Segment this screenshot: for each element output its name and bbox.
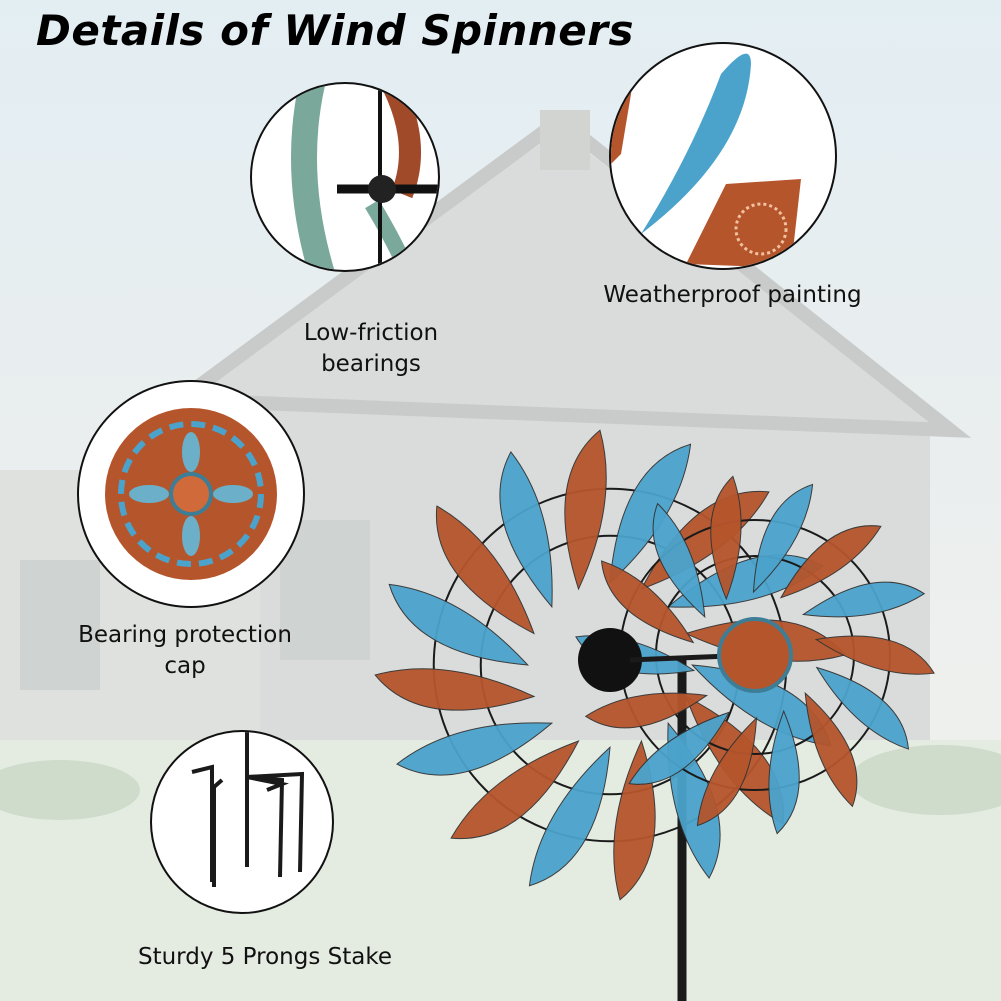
outer-wheel-blade (499, 451, 553, 609)
label-line: Weatherproof painting (603, 282, 862, 308)
stake-label: Sturdy 5 Prongs Stake (100, 942, 430, 973)
inner-wheel-blade (696, 716, 758, 827)
inner-wheel-blade (628, 711, 731, 785)
outer-wheel-blade (435, 505, 535, 635)
inner-wheel-blade (752, 483, 814, 594)
inner-wheel-blade (815, 666, 910, 750)
bearings-detail-image (250, 82, 440, 272)
outer-hub (578, 628, 642, 692)
page-title: Details of Wind Spinners (36, 6, 634, 55)
inner-wheel-blade (804, 691, 858, 808)
label-line: Low-friction (303, 320, 439, 346)
outer-wheel-blade (450, 740, 580, 840)
outer-wheel-blade (564, 429, 607, 591)
inner-wheel-blade (801, 581, 926, 618)
outer-wheel-blade (396, 722, 554, 776)
cap-icon (105, 408, 277, 580)
outer-wheel-blade (528, 746, 611, 887)
bearing-cap (717, 617, 793, 693)
inner-wheel-blade (710, 475, 742, 601)
label-line: cap (164, 653, 206, 679)
inner-wheel-blade (600, 560, 695, 644)
label-line: Bearing protection (78, 622, 292, 648)
wind-spinner-image (374, 429, 935, 1001)
bearings-label: Low-friction bearings (260, 318, 482, 380)
inner-wheel-blade (814, 635, 935, 675)
label-line: Sturdy 5 Prongs Stake (137, 944, 393, 970)
outer-wheel-blade (374, 668, 536, 711)
outer-wheel-blade (609, 443, 692, 584)
bearing-icon (291, 84, 438, 270)
painting-detail-image (609, 42, 837, 270)
outer-wheel-blade (388, 583, 529, 666)
blade-icon (611, 53, 801, 268)
stake-icon (191, 732, 305, 887)
painting-label: Weatherproof painting (570, 280, 895, 311)
label-line: bearings (321, 351, 421, 377)
cap-detail-image (77, 380, 305, 608)
inner-wheel-blade (768, 709, 800, 835)
inner-wheel-blade (584, 692, 709, 729)
cap-label: Bearing protection cap (50, 620, 320, 682)
inner-wheel-blade (652, 502, 706, 619)
stake-detail-image (150, 730, 334, 914)
inner-wheel-blade (779, 525, 882, 599)
